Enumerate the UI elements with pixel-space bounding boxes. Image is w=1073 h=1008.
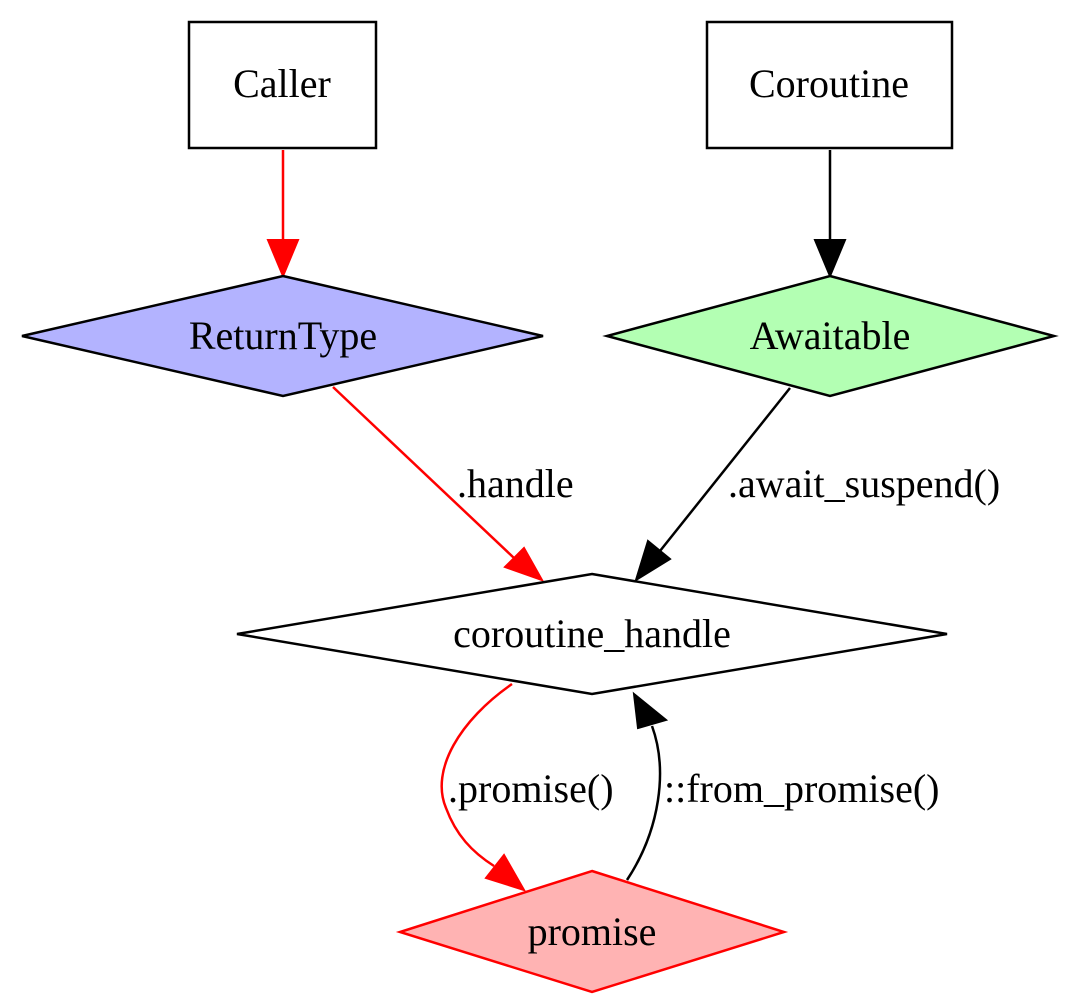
arrowhead xyxy=(484,853,527,892)
node-shape xyxy=(236,572,948,696)
node-label: Caller xyxy=(233,61,331,106)
edge-coroutine-to-awaitable xyxy=(813,150,847,279)
node-promise: promise xyxy=(395,869,789,994)
node-label: promise xyxy=(528,909,657,954)
node-coroutine: Coroutine xyxy=(705,20,954,150)
node-returntype: ReturnType xyxy=(21,274,544,398)
node-caller: Caller xyxy=(187,20,378,150)
node-shape xyxy=(395,869,789,994)
edge-returntype-to-handle: .handle xyxy=(332,386,574,582)
arrowhead xyxy=(266,239,300,279)
edge-line xyxy=(440,682,513,868)
edge-awaitable-to-handle: .await_suspend() xyxy=(634,387,1000,583)
edge-caller-to-returntype xyxy=(266,150,300,279)
node-label: Awaitable xyxy=(750,313,911,358)
arrowhead xyxy=(503,546,545,582)
edge-line xyxy=(332,386,515,559)
edge-label-from-promise: ::from_promise() xyxy=(664,766,940,811)
edge-label-await-suspend: .await_suspend() xyxy=(728,461,1000,506)
node-awaitable: Awaitable xyxy=(602,274,1059,398)
node-label: ReturnType xyxy=(189,313,377,358)
edge-handle-to-promise: .promise() xyxy=(440,682,614,892)
node-shape xyxy=(187,20,378,150)
node-shape xyxy=(705,20,954,150)
arrowhead xyxy=(813,239,847,279)
arrowhead xyxy=(634,539,672,583)
node-label: Coroutine xyxy=(749,61,909,106)
edge-promise-to-handle: ::from_promise() xyxy=(625,691,940,881)
node-label: coroutine_handle xyxy=(453,611,731,656)
edge-label-promise: .promise() xyxy=(448,766,614,811)
edge-label-handle: .handle xyxy=(457,461,574,506)
node-shape xyxy=(602,274,1059,398)
edge-line xyxy=(659,387,791,552)
node-coroutine-handle: coroutine_handle xyxy=(236,572,948,696)
edge-line xyxy=(625,725,662,881)
arrowhead xyxy=(632,691,669,730)
node-shape xyxy=(21,274,544,398)
